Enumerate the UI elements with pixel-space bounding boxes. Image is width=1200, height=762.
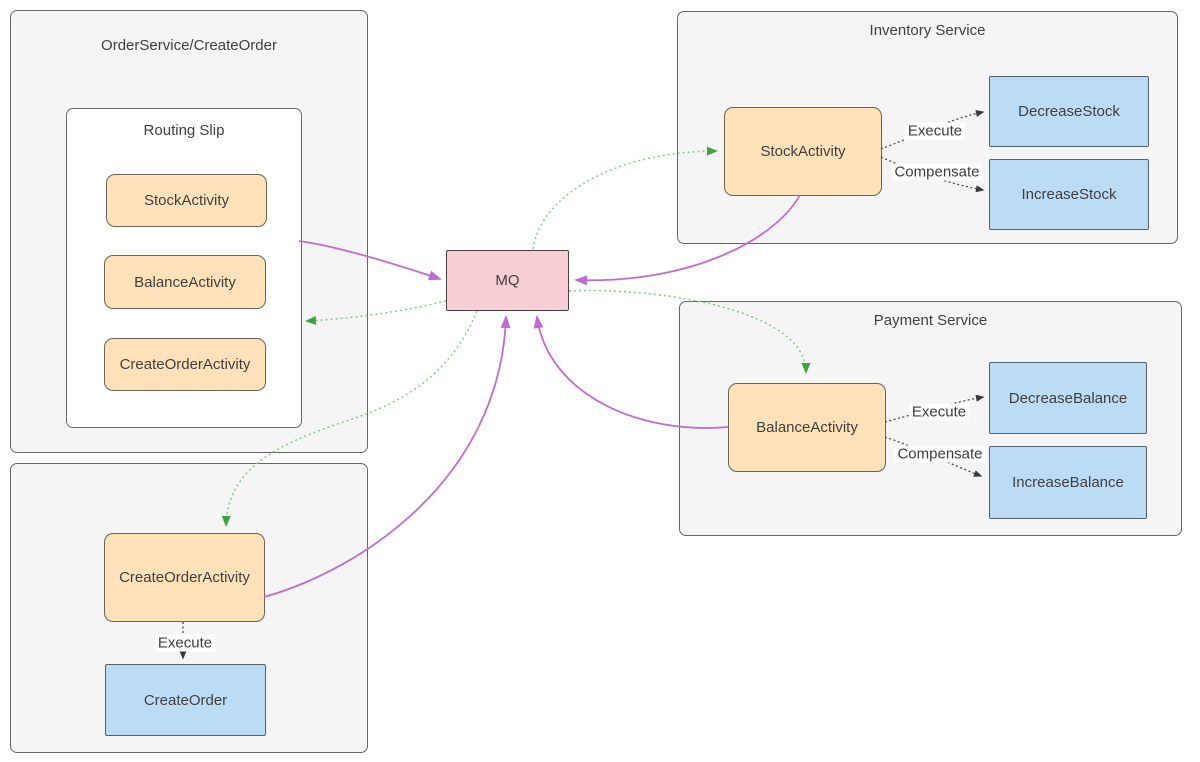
inventory-execute-label: Execute (904, 122, 966, 140)
container-order-service: OrderService/CreateOrder Routing Slip St… (10, 10, 368, 453)
order-execute-label: Execute (154, 634, 216, 652)
node-create-order: CreateOrder (105, 664, 266, 736)
node-create-order-activity: CreateOrderActivity (104, 533, 265, 622)
routing-slip-box: Routing Slip StockActivity BalanceActivi… (66, 108, 302, 428)
routing-slip-item-balance-activity: BalanceActivity (104, 255, 266, 309)
node-balance-activity: BalanceActivity (728, 383, 886, 472)
node-decrease-stock: DecreaseStock (989, 76, 1149, 147)
payment-compensate-label: Compensate (894, 445, 986, 463)
inventory-compensate-label: Compensate (891, 163, 983, 181)
container-order-worker: CreateOrderActivity CreateOrder (10, 463, 368, 753)
node-mq: MQ (446, 250, 569, 311)
routing-slip-item-create-order-activity: CreateOrderActivity (104, 338, 266, 391)
routing-slip-item-stock-activity: StockActivity (106, 174, 267, 227)
payment-execute-label: Execute (908, 403, 970, 421)
payment-service-title: Payment Service (873, 312, 988, 329)
node-increase-balance: IncreaseBalance (989, 446, 1147, 519)
routing-slip-title: Routing Slip (143, 122, 225, 139)
order-service-title: OrderService/CreateOrder (101, 37, 277, 54)
node-increase-stock: IncreaseStock (989, 159, 1149, 230)
inventory-service-title: Inventory Service (869, 22, 986, 39)
node-decrease-balance: DecreaseBalance (989, 362, 1147, 434)
node-stock-activity: StockActivity (724, 107, 882, 196)
